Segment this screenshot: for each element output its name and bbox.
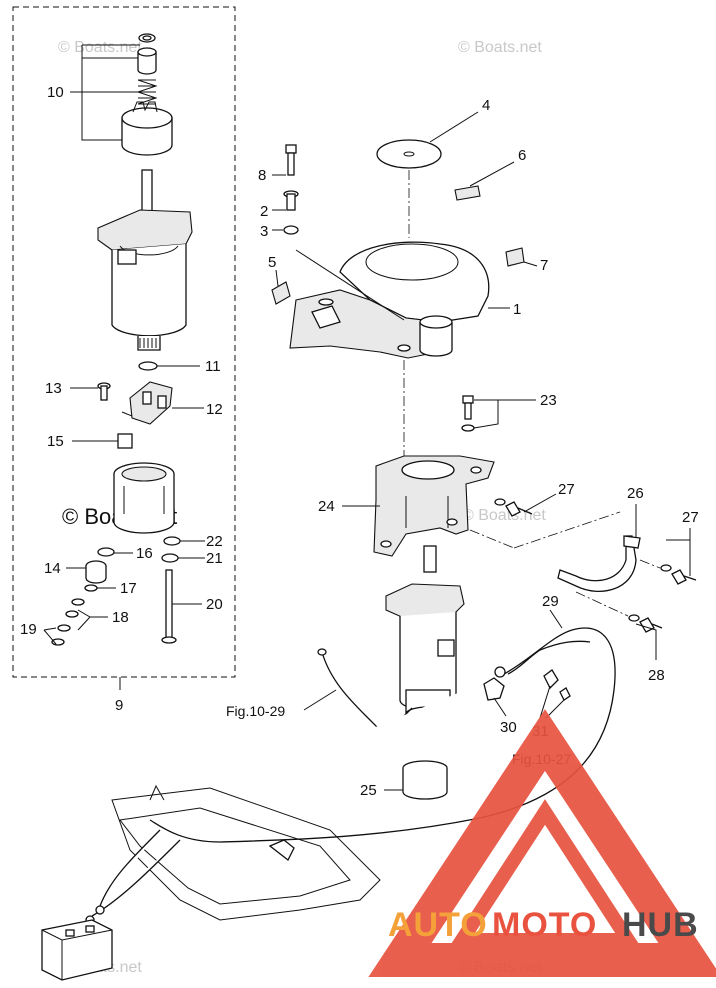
part-15-nut: [117, 433, 133, 449]
label-21: 21: [206, 550, 223, 567]
part-4-decal: [376, 139, 442, 169]
part-1-flywheel-cover: [289, 241, 490, 359]
part-26-mounting-band: [557, 535, 641, 592]
part-11-washer: [138, 361, 158, 371]
label-27-right: 27: [682, 509, 699, 526]
logo-triangle-mark: [368, 709, 716, 977]
part-13-screw: [97, 382, 111, 401]
part-23-bolt: [461, 395, 475, 432]
part-2-collar: [283, 190, 299, 211]
part-7-label: [505, 247, 525, 267]
part-28-bolt: [628, 614, 663, 633]
label-2: 2: [260, 203, 268, 220]
label-9-assembly: 9: [115, 697, 123, 714]
label-19: 19: [20, 621, 37, 638]
label-13: 13: [45, 380, 62, 397]
part-25-rubber-band: [402, 760, 448, 800]
watermark-top-left: © Boats.net: [58, 39, 142, 56]
logo-text-hub: HUB: [622, 906, 699, 944]
label-8: 8: [258, 167, 266, 184]
label-22: 22: [206, 533, 223, 550]
label-18: 18: [112, 609, 129, 626]
label-15: 15: [47, 433, 64, 450]
part-6-label: [454, 185, 481, 201]
flywheel-cover-group: 4 6 8 2 3 7 5: [258, 97, 548, 460]
label-23: 23: [540, 392, 557, 409]
part-20-through-bolt: [161, 569, 177, 644]
label-4: 4: [482, 97, 490, 114]
part-30-terminal-cap: [483, 677, 505, 701]
logo-text-moto: MOTO: [492, 906, 597, 944]
label-29: 29: [542, 593, 559, 610]
starter-bracket-group: 23 24 27 26: [318, 392, 699, 684]
label-24: 24: [318, 498, 335, 515]
part-8-bolt: [285, 144, 297, 176]
starter-yoke: [113, 462, 175, 534]
label-17: 17: [120, 580, 137, 597]
part-24-bracket: [373, 455, 495, 557]
part-9-starter-motor: [385, 545, 465, 722]
part-27-bolt-right: [660, 564, 697, 585]
label-10: 10: [47, 84, 64, 101]
label-28: 28: [648, 667, 665, 684]
part-12-brush-holder: [121, 381, 173, 425]
logo-text-auto: AUTO: [388, 906, 488, 944]
engine-frame-battery: [41, 784, 381, 981]
assembly-outline: [12, 6, 236, 678]
label-14: 14: [44, 560, 61, 577]
watermark-top-right: © Boats.net: [458, 39, 542, 56]
part-5-label: [271, 281, 291, 305]
label-27-upper: 27: [558, 481, 575, 498]
part-3-grommet: [283, 225, 299, 235]
label-30: 30: [500, 719, 517, 736]
part-14-grommet: [85, 560, 107, 584]
part-21-washer: [161, 553, 179, 563]
label-7: 7: [540, 257, 548, 274]
part-17-washer: [84, 584, 98, 592]
part-18-19-nuts: [51, 598, 85, 646]
label-25: 25: [360, 782, 377, 799]
label-12: 12: [206, 401, 223, 418]
label-1: 1: [513, 301, 521, 318]
label-26: 26: [627, 485, 644, 502]
part-10-leader: [70, 44, 140, 141]
automotohub-logo: AUTO MOTO HUB: [368, 709, 716, 977]
label-20: 20: [206, 596, 223, 613]
label-3: 3: [260, 223, 268, 240]
label-5: 5: [268, 254, 276, 271]
part-31-clips: [543, 669, 571, 701]
label-6: 6: [518, 147, 526, 164]
part-27-bolt-upper: [494, 498, 533, 517]
label-11: 11: [205, 358, 221, 375]
starter-assembly-box: 10 11 13 12: [12, 6, 236, 714]
fig-ref-left: Fig.10-29: [226, 703, 285, 719]
installed-starter-group: 9 Fig.10-29 29 30 31: [149, 545, 616, 843]
watermark-mid-right: © Boats.net: [462, 507, 546, 524]
part-10-pinion-set: [121, 33, 173, 156]
part-22-washer: [163, 536, 181, 546]
battery: [41, 919, 113, 981]
label-16: 16: [136, 545, 153, 562]
starter-motor-body: [97, 169, 193, 351]
part-16-washer: [97, 547, 115, 557]
